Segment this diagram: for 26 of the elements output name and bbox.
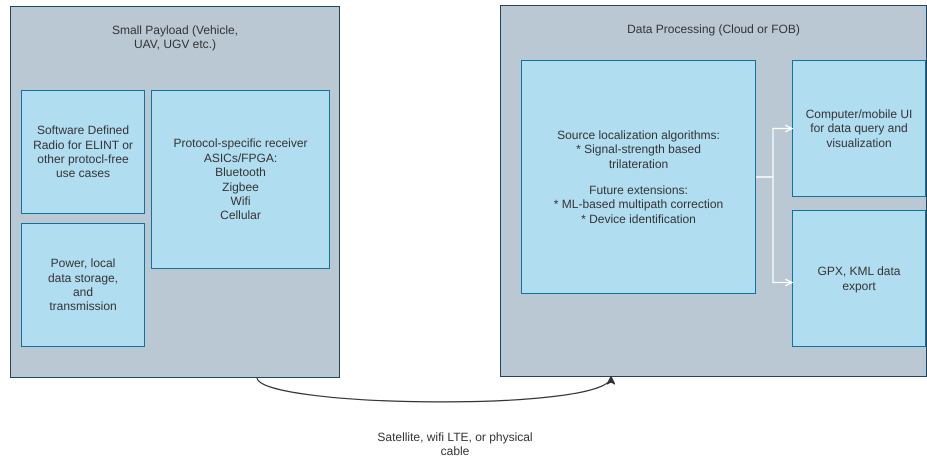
box-text: Wifi bbox=[230, 194, 250, 208]
group-panel bbox=[500, 5, 927, 377]
arrow bbox=[256, 376, 612, 402]
arrow bbox=[756, 176, 793, 286]
box-text: Cellular bbox=[220, 208, 261, 223]
group-title: Data Processing (Cloud or FOB) bbox=[626, 22, 801, 36]
group-title: Small Payload (Vehicle, UAV, UGV etc.) bbox=[110, 23, 240, 52]
process-box bbox=[151, 90, 330, 269]
box-text: Power, local data storage, and transmission bbox=[46, 256, 120, 314]
box-text: * Device identification bbox=[581, 212, 696, 226]
box-text: GPX, KML data export bbox=[816, 264, 902, 293]
process-box bbox=[792, 210, 926, 347]
box-text: Software Defined Radio for ELINT or other protocl-free use cases bbox=[32, 123, 134, 181]
box-text: * Signal-strength based trilateration bbox=[575, 142, 702, 171]
box-text: Future extensions: bbox=[589, 183, 688, 198]
process-box bbox=[521, 60, 756, 294]
process-box bbox=[792, 60, 926, 197]
box-text: Source localization algorithms: bbox=[557, 128, 720, 142]
group-panel bbox=[10, 6, 340, 378]
process-box bbox=[21, 223, 145, 347]
process-box bbox=[21, 90, 145, 214]
box-text: Bluetooth bbox=[215, 165, 266, 180]
box-text: Protocol-specific receiver ASICs/FPGA: bbox=[172, 136, 309, 166]
box-text: * ML-based multipath correction bbox=[554, 197, 724, 212]
box-text: Computer/mobile UI for data query and visualization bbox=[804, 106, 914, 150]
box-text: Zigbee bbox=[222, 180, 259, 194]
